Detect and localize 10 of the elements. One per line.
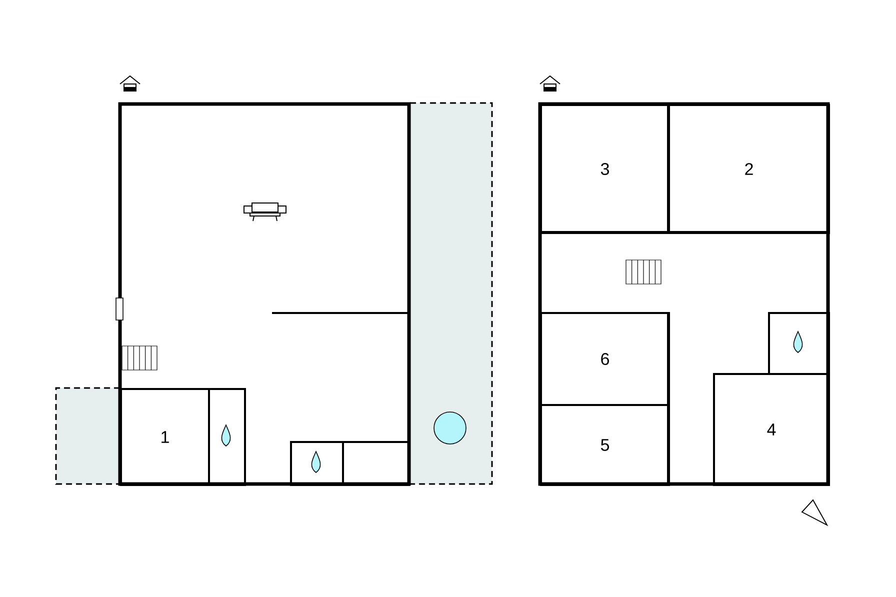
room: 2 [668,104,830,234]
bathroom [208,388,246,486]
room: 4 [713,373,830,486]
bathroom [768,312,830,375]
room: 5 [540,404,670,486]
bathroom [342,441,410,486]
bathroom [290,441,344,486]
room: 3 [540,104,670,234]
room: 1 [120,388,210,486]
room: 6 [540,312,670,406]
